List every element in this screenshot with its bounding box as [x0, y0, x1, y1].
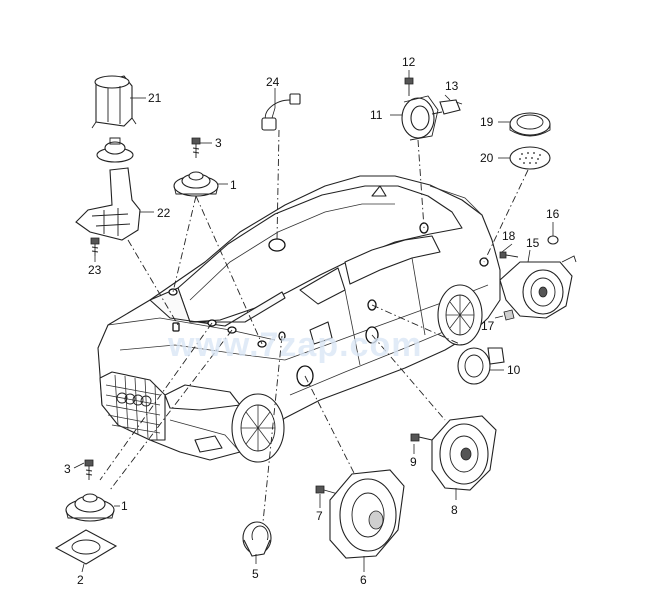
callout-10: 10 [507, 363, 521, 377]
part-19-ring [509, 112, 551, 137]
leader-lines [99, 129, 529, 523]
brand-rings-logo [116, 392, 152, 407]
callout-2: 2 [77, 573, 84, 587]
callout-22: 22 [157, 206, 171, 220]
callout-1-top: 1 [230, 178, 237, 192]
part-7-screw [315, 485, 339, 495]
watermark-text: www.7zap.com [167, 326, 422, 364]
part-1-speaker-bottom [65, 493, 115, 522]
part-3-screw-top [191, 137, 201, 158]
callout-24: 24 [266, 75, 280, 89]
part-10-speaker [457, 347, 505, 385]
part-18-screw [499, 251, 519, 259]
callout-18: 18 [502, 229, 516, 243]
callout-23: 23 [88, 263, 102, 277]
part-1-speaker-top [173, 171, 219, 197]
callout-5: 5 [252, 567, 259, 581]
callout-12: 12 [402, 55, 416, 69]
front-wheel [231, 393, 285, 463]
rear-wheel [437, 284, 483, 346]
callout-15: 15 [526, 236, 540, 250]
part-15-woofer [499, 255, 577, 319]
part-21-tweeter [96, 137, 134, 163]
callout-13: 13 [445, 79, 459, 93]
part-12-screw [404, 77, 414, 96]
part-6-woofer [329, 469, 405, 559]
callout-1-bottom: 1 [121, 499, 128, 513]
part-2-gasket [54, 529, 118, 565]
callout-16: 16 [546, 207, 560, 221]
part-13-bulb [439, 99, 463, 115]
callout-6: 6 [360, 573, 367, 587]
callout-leads [73, 70, 554, 573]
callout-3-top: 3 [215, 136, 222, 150]
part-11-tweeter [401, 95, 443, 141]
part-20-grille [509, 146, 551, 170]
part-23-screw [90, 237, 100, 256]
callout-8: 8 [451, 503, 458, 517]
part-3-screw-bottom [84, 459, 94, 480]
part-21-housing [91, 75, 137, 129]
callout-3-bottom: 3 [64, 462, 71, 476]
callout-20: 20 [480, 151, 494, 165]
part-5-tweeter [242, 521, 272, 557]
callout-9: 9 [410, 455, 417, 469]
part-22-bracket [75, 167, 141, 241]
part-8-woofer [431, 415, 497, 491]
callout-21: 21 [148, 91, 162, 105]
callout-17: 17 [481, 319, 495, 333]
part-9-screw [410, 433, 433, 442]
car-illustration [97, 175, 501, 463]
callout-7: 7 [316, 509, 323, 523]
callout-11: 11 [370, 108, 383, 122]
callout-19: 19 [480, 115, 494, 129]
part-17-nut [503, 309, 515, 321]
callout-labels: 21 22 23 3 1 24 12 13 11 19 20 16 18 15 … [64, 55, 560, 587]
part-16-clip [547, 235, 559, 245]
part-24-cable [261, 93, 301, 131]
